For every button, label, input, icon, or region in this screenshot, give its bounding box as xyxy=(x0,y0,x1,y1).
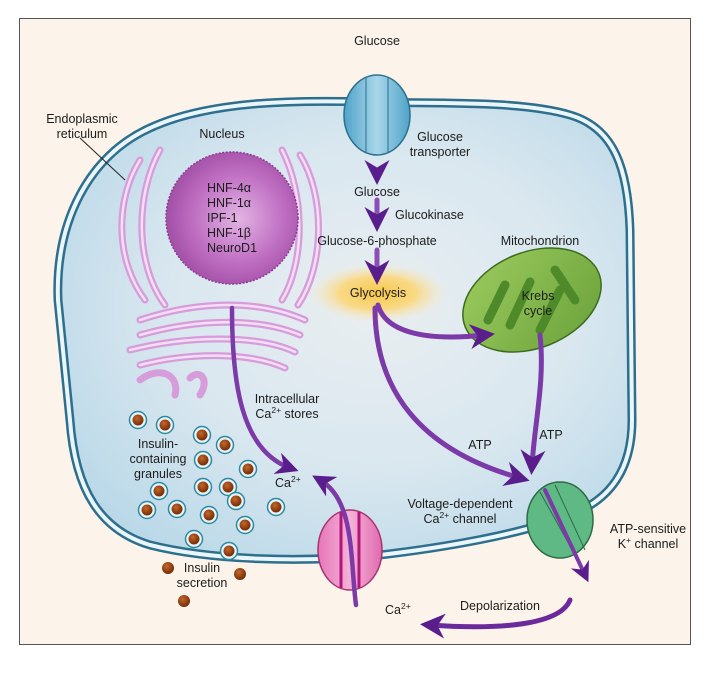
er-inner xyxy=(120,148,320,370)
label-ca-inside: Ca2+ xyxy=(275,474,301,490)
insulin-granule xyxy=(242,463,254,475)
label-granules-2: containing xyxy=(130,452,187,466)
label-katp-2: K+ channel xyxy=(618,535,679,551)
insulin-granule xyxy=(270,501,282,513)
label-glucokinase: Glucokinase xyxy=(395,208,464,222)
label-insulin-secretion-2: secretion xyxy=(177,576,228,590)
glycolysis-glow xyxy=(308,263,448,323)
label-g6p: Glucose-6-phosphate xyxy=(317,234,437,248)
insulin-granule xyxy=(197,481,209,493)
label-krebs-1: Krebs xyxy=(522,289,555,303)
label-glucose-transporter-1: Glucose xyxy=(417,130,463,144)
label-granules-3: granules xyxy=(134,467,182,481)
label-katp-1: ATP-sensitive xyxy=(610,522,686,536)
secreted-insulin xyxy=(162,562,246,607)
nucleus-factor: IPF-1 xyxy=(207,211,238,225)
label-glucose-outside: Glucose xyxy=(354,34,400,48)
arrow-channel-ca xyxy=(312,475,359,608)
insulin-granule xyxy=(203,509,215,521)
arrow-glycolysis-mito xyxy=(375,302,495,350)
arrow-mito-atp xyxy=(520,332,546,475)
label-ca-stores-2: Ca2+ stores xyxy=(255,405,318,421)
arrow-er-ca xyxy=(229,305,299,474)
nucleus-factor: HNF-1β xyxy=(207,226,251,240)
insulin-granule xyxy=(153,485,165,497)
label-glucose-inside: Glucose xyxy=(354,185,400,199)
label-mitochondrion: Mitochondrion xyxy=(501,234,580,248)
label-er-2: reticulum xyxy=(57,127,108,141)
label-vd-channel-2: Ca2+ channel xyxy=(424,510,497,526)
label-ca-outside: Ca2+ xyxy=(385,601,411,617)
insulin-granule xyxy=(222,481,234,493)
arrow-depolarization xyxy=(420,597,573,639)
secreted-insulin-granule xyxy=(178,595,190,607)
insulin-granule xyxy=(171,503,183,515)
label-atp-right: ATP xyxy=(539,428,562,442)
er-pointer-line xyxy=(79,137,126,181)
secreted-insulin-granule xyxy=(162,562,174,574)
nucleus-factor: HNF-1α xyxy=(207,196,251,210)
insulin-granule xyxy=(159,419,171,431)
mitochondrion xyxy=(462,247,602,353)
insulin-granule xyxy=(141,504,153,516)
nucleus-factor: NeuroD1 xyxy=(207,241,257,255)
label-depolarization: Depolarization xyxy=(460,599,540,613)
label-er-1: Endoplasmic xyxy=(46,112,118,126)
insulin-granule xyxy=(132,414,144,426)
nucleus xyxy=(165,151,299,285)
label-glucose-transporter-2: transporter xyxy=(410,145,470,159)
label-atp-left: ATP xyxy=(468,438,491,452)
label-granules-1: Insulin- xyxy=(138,437,178,451)
secreted-insulin-granule xyxy=(234,568,246,580)
insulin-granule xyxy=(196,429,208,441)
insulin-granule xyxy=(188,533,200,545)
label-nucleus: Nucleus xyxy=(199,127,244,141)
insulin-granule xyxy=(197,454,209,466)
label-krebs-2: cycle xyxy=(524,304,553,318)
label-ca-stores-1: Intracellular xyxy=(255,392,320,406)
arrow-k-out xyxy=(543,488,589,583)
arrow-glycolysis-atp xyxy=(372,305,530,486)
insulin-granule xyxy=(239,519,251,531)
insulin-granule xyxy=(219,439,231,451)
nucleus-factor: HNF-4α xyxy=(207,181,251,195)
insulin-granule xyxy=(230,495,242,507)
insulin-granules xyxy=(128,410,286,561)
label-insulin-secretion-1: Insulin xyxy=(184,561,220,575)
pathway-arrows xyxy=(229,57,589,639)
label-vd-channel-1: Voltage-dependent xyxy=(408,497,513,511)
label-glycolysis: Glycolysis xyxy=(350,286,406,300)
insulin-granule xyxy=(223,545,235,557)
